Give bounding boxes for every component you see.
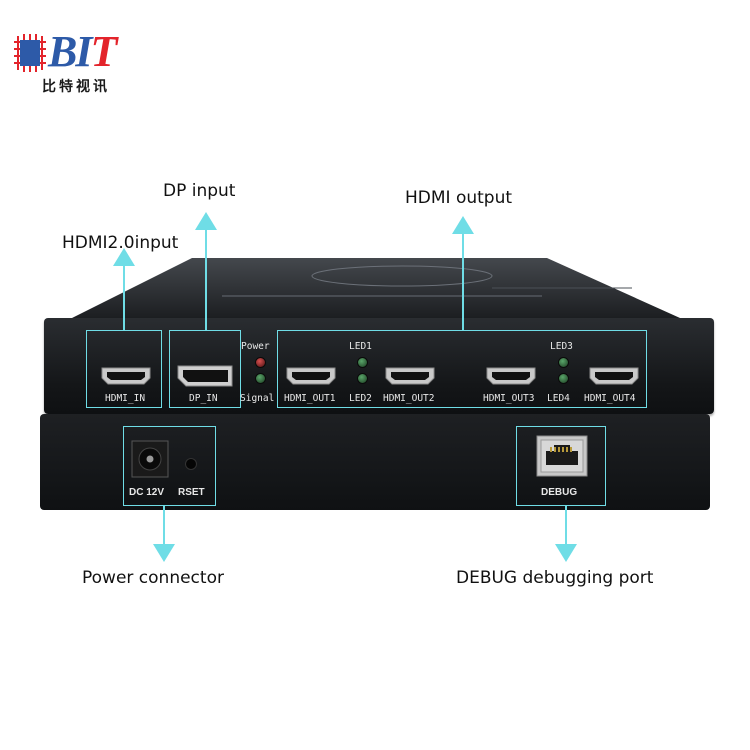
hdmi-out4-label: HDMI_OUT4: [584, 393, 636, 404]
power-highlight: [123, 426, 216, 506]
brand-wordmark: BIT: [48, 27, 117, 76]
hdmi-out1-label: HDMI_OUT1: [284, 393, 336, 404]
arrow-up-icon: [452, 216, 474, 234]
dp-input-callout: DP input: [163, 181, 236, 201]
hdmi-out-highlight: [277, 330, 647, 408]
debug-arrow-line: [565, 506, 567, 552]
rset-label: RSET: [178, 487, 205, 498]
power-led: [255, 357, 266, 368]
hdmi-output-arrow-line: [462, 226, 464, 330]
power-label: Power: [241, 341, 270, 352]
arrow-down-icon: [153, 544, 175, 562]
dp-in-port: [177, 365, 233, 387]
led1-indicator: [357, 357, 368, 368]
brand-chinese-name: 比特视讯: [42, 79, 110, 95]
signal-label: Signal: [240, 393, 275, 404]
arrow-up-icon: [113, 248, 135, 266]
hdmi-out1-port: [286, 367, 336, 385]
debug-highlight: [516, 426, 606, 506]
led4-indicator: [558, 373, 569, 384]
arrow-down-icon: [555, 544, 577, 562]
power-connector-callout: Power connector: [82, 568, 224, 588]
ethernet-port-icon: [536, 435, 588, 477]
hdmi-in-port: [101, 367, 151, 385]
led3-indicator: [558, 357, 569, 368]
device-top-face: [72, 258, 680, 318]
arrow-up-icon: [195, 212, 217, 230]
led2-indicator: [357, 373, 368, 384]
dp-arrow-line: [205, 222, 207, 330]
led1-label: LED1: [349, 341, 372, 352]
dp-in-label: DP_IN: [189, 393, 218, 404]
debug-label: DEBUG: [541, 487, 578, 498]
hdmi20-arrow-line: [123, 258, 125, 330]
hdmi-out3-port: [486, 367, 536, 385]
dc-jack-icon: [131, 440, 169, 478]
brand-logo: BIT 比特视讯: [12, 30, 132, 100]
signal-led: [255, 373, 266, 384]
chip-icon: [14, 34, 46, 72]
hdmi-output-callout: HDMI output: [405, 188, 513, 208]
hdmi-out2-label: HDMI_OUT2: [383, 393, 435, 404]
dc-12v-label: DC 12V: [129, 487, 165, 498]
power-arrow-line: [163, 506, 165, 552]
led4-label: LED4: [547, 393, 570, 404]
hdmi20-input-callout: HDMI2.0input: [62, 233, 179, 253]
hdmi-out2-port: [385, 367, 435, 385]
debug-port-callout: DEBUG debugging port: [456, 568, 654, 588]
hdmi-in-highlight: [86, 330, 162, 408]
led3-label: LED3: [550, 341, 573, 352]
hdmi-out4-port: [589, 367, 639, 385]
hdmi-in-label: HDMI_IN: [105, 393, 146, 404]
led2-label: LED2: [349, 393, 372, 404]
device-front-panel: [44, 318, 714, 414]
reset-button-hole: [185, 458, 197, 470]
hdmi-out3-label: HDMI_OUT3: [483, 393, 535, 404]
dp-in-highlight: [169, 330, 241, 408]
